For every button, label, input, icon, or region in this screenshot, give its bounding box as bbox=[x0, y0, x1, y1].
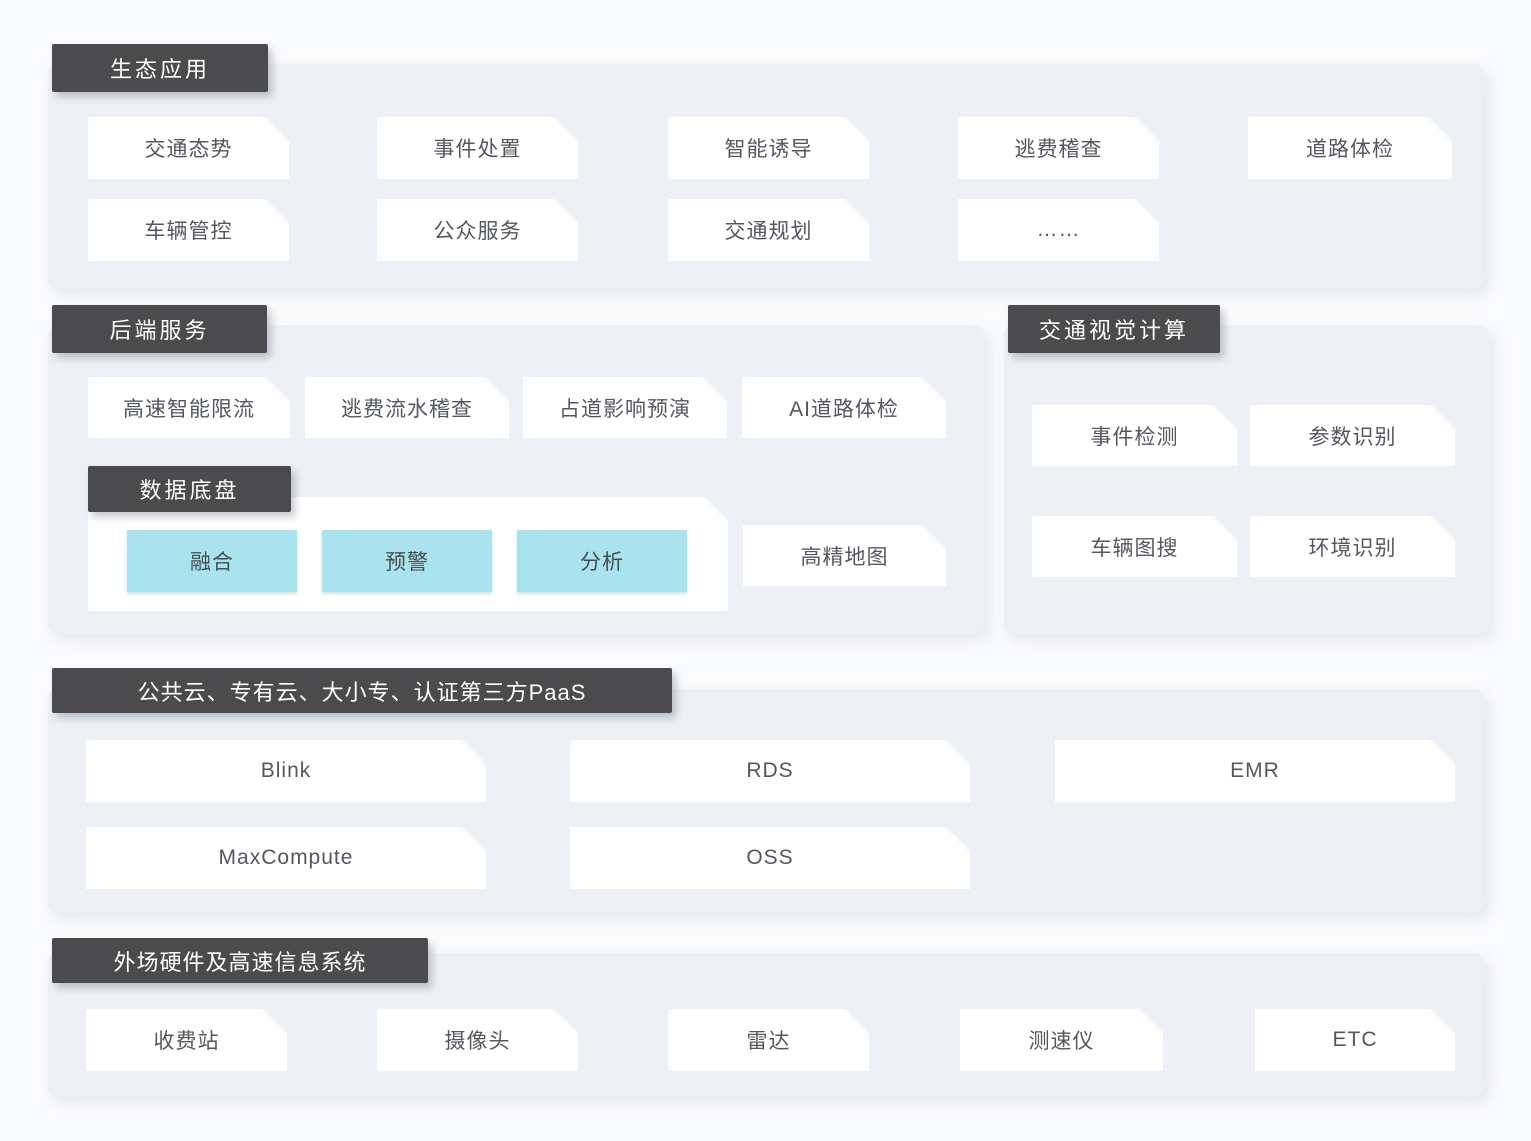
cloud-card-maxcompute: MaxCompute bbox=[86, 827, 486, 889]
data-chassis-chip: 预警 bbox=[322, 530, 492, 592]
eco-app-card: 道路体检 bbox=[1248, 117, 1452, 179]
cloud-header: 公共云、专有云、大小专、认证第三方PaaS bbox=[52, 668, 672, 713]
cloud-card-oss: OSS bbox=[570, 827, 970, 889]
vision-card: 参数识别 bbox=[1250, 405, 1455, 466]
hardware-card-etc: ETC bbox=[1255, 1009, 1455, 1071]
data-chassis-chip: 分析 bbox=[517, 530, 687, 592]
backend-card: 高速智能限流 bbox=[88, 377, 290, 438]
eco-app-card: 交通态势 bbox=[88, 117, 289, 179]
hardware-card: 收费站 bbox=[86, 1009, 287, 1071]
vision-card: 事件检测 bbox=[1032, 405, 1237, 466]
vision-card: 环境识别 bbox=[1250, 516, 1455, 577]
backend-card: 占道影响预演 bbox=[523, 377, 727, 438]
vision-card: 车辆图搜 bbox=[1032, 516, 1237, 577]
hd-map-card: 高精地图 bbox=[743, 525, 946, 586]
hardware-card: 摄像头 bbox=[377, 1009, 578, 1071]
eco-app-card: 交通规划 bbox=[668, 199, 869, 261]
hardware-card: 测速仪 bbox=[960, 1009, 1163, 1071]
eco-app-card: 车辆管控 bbox=[88, 199, 289, 261]
data-chassis-header: 数据底盘 bbox=[88, 466, 291, 512]
eco-app-card: 公众服务 bbox=[377, 199, 578, 261]
cloud-card-blink: Blink bbox=[86, 740, 486, 802]
backend-header: 后端服务 bbox=[52, 305, 267, 353]
hardware-card: 雷达 bbox=[668, 1009, 869, 1071]
backend-card: AI道路体检 bbox=[742, 377, 946, 438]
hardware-header: 外场硬件及高速信息系统 bbox=[52, 938, 428, 983]
eco-app-card: 逃费稽查 bbox=[958, 117, 1159, 179]
eco-app-card-ellipsis: …… bbox=[958, 199, 1159, 261]
backend-card: 逃费流水稽查 bbox=[305, 377, 509, 438]
eco-app-card: 智能诱导 bbox=[668, 117, 869, 179]
eco-app-card: 事件处置 bbox=[377, 117, 578, 179]
vision-panel bbox=[1004, 325, 1489, 634]
cloud-card-rds: RDS bbox=[570, 740, 970, 802]
cloud-card-emr: EMR bbox=[1055, 740, 1455, 802]
eco-apps-header: 生态应用 bbox=[52, 44, 268, 92]
data-chassis-chip: 融合 bbox=[127, 530, 297, 592]
vision-header: 交通视觉计算 bbox=[1008, 305, 1220, 353]
